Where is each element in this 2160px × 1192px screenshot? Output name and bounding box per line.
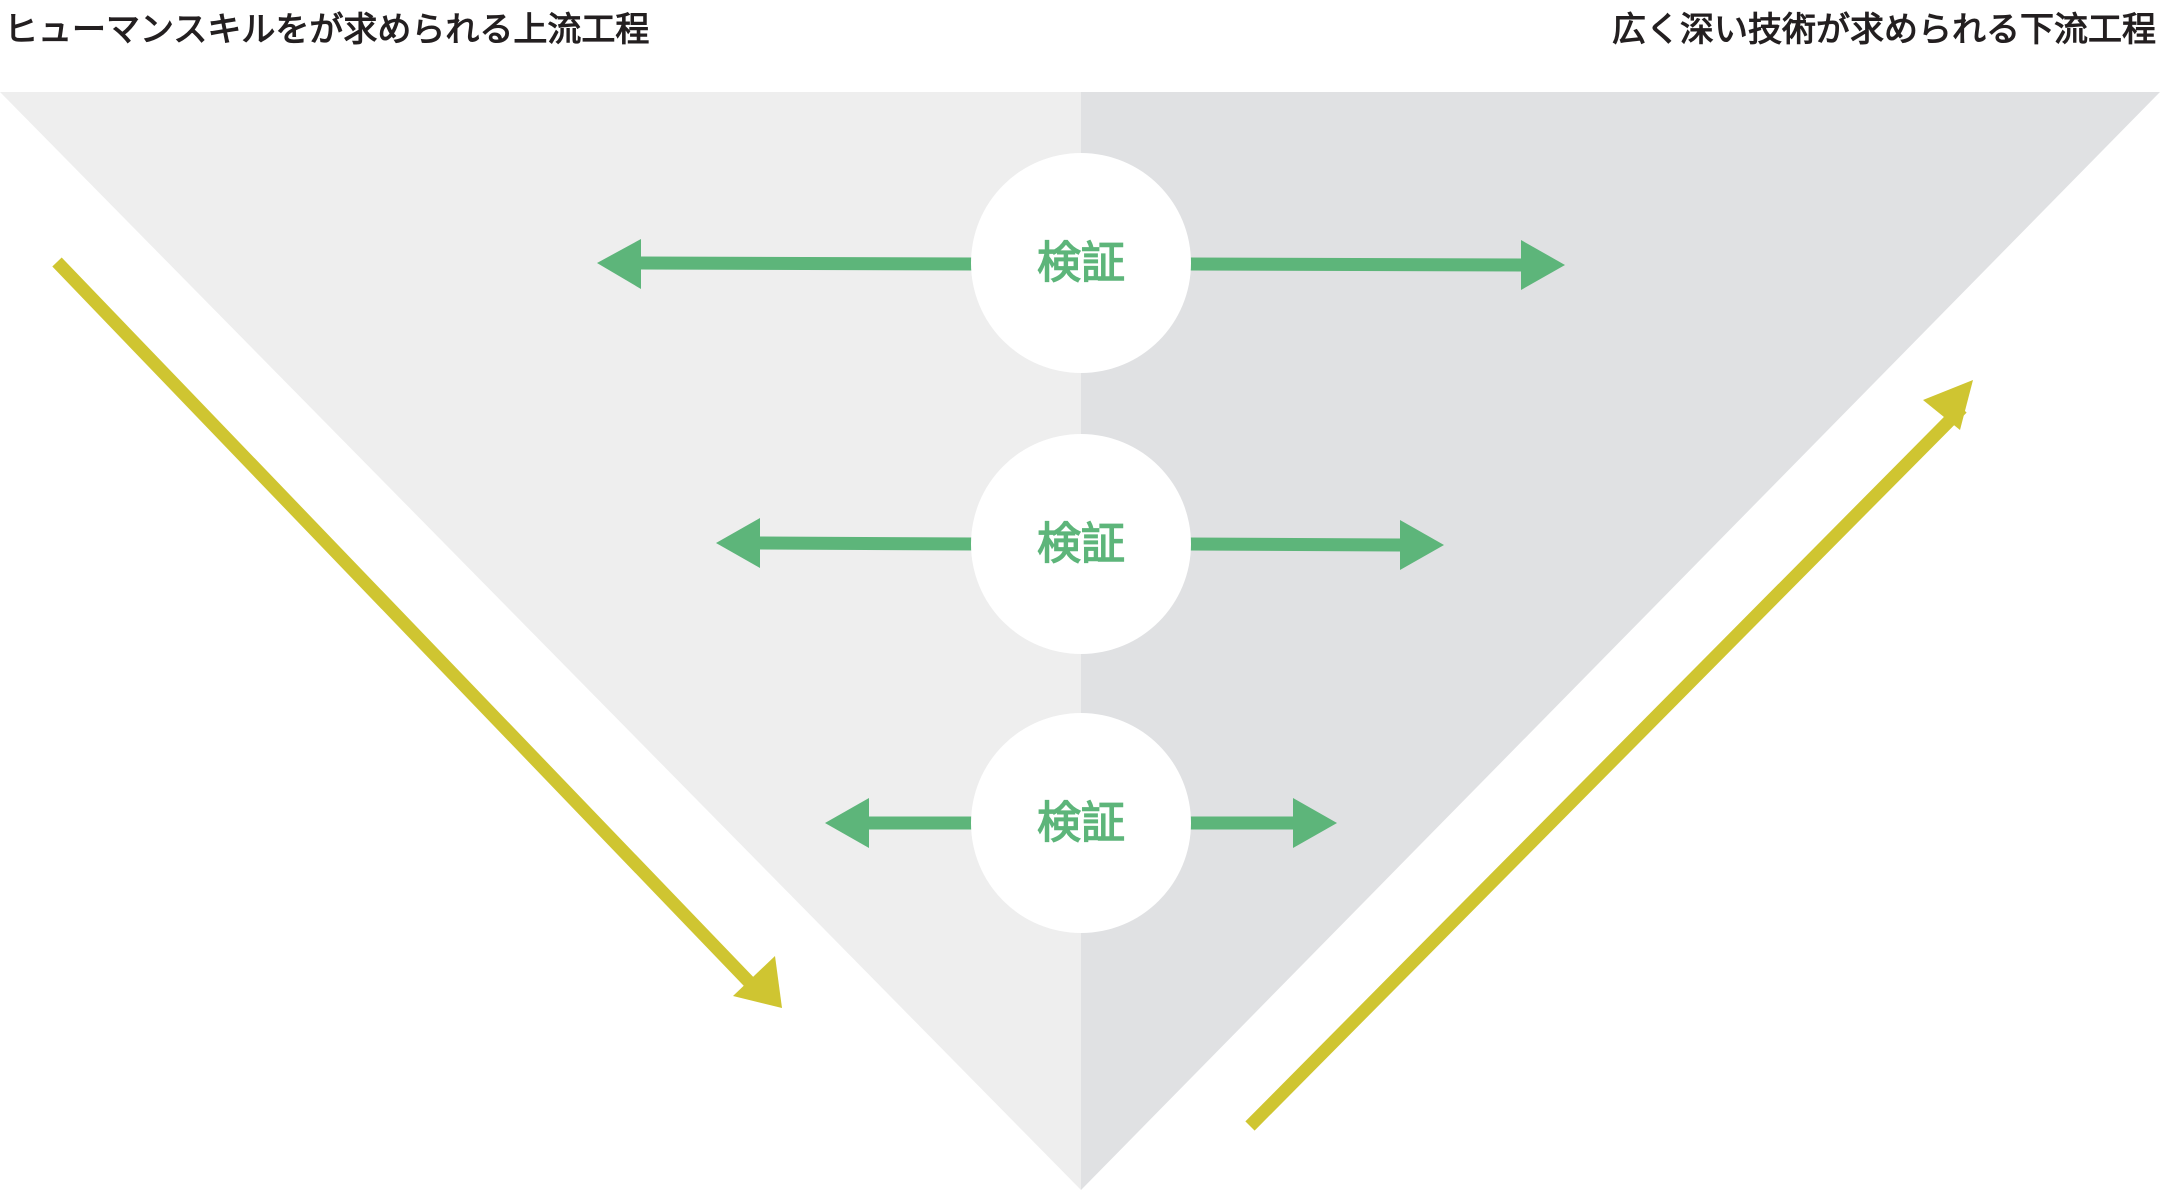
verify-arrow-right-1 xyxy=(1186,257,1523,272)
downward-flow-arrow xyxy=(52,257,782,1008)
verify-arrowhead-left-1 xyxy=(597,239,641,289)
triangle-right-half xyxy=(1081,92,2160,1190)
triangle-left-half xyxy=(0,92,1081,1190)
verify-row-3: 検証 xyxy=(825,713,1337,933)
verify-arrow-left-1 xyxy=(639,256,976,271)
verify-arrowhead-right-3 xyxy=(1293,798,1337,848)
verify-row-2: 検証 xyxy=(716,434,1444,654)
verify-arrowhead-left-3 xyxy=(825,798,869,848)
verify-circle-3 xyxy=(971,713,1191,933)
verify-arrowhead-left-2 xyxy=(716,518,760,568)
verify-arrowhead-right-2 xyxy=(1400,520,1444,570)
verify-arrow-left-2 xyxy=(757,536,976,551)
verify-arrow-right-2 xyxy=(1186,537,1403,552)
verify-arrowhead-right-1 xyxy=(1521,240,1565,290)
verify-label-1: 検証 xyxy=(1037,238,1125,289)
verify-row-1: 検証 xyxy=(597,153,1565,373)
upstream-heading: ヒューマンスキルをが求められる上流工程 xyxy=(4,10,650,50)
downstream-heading: 広く深い技術が求められる下流工程 xyxy=(1612,10,2156,50)
verify-label-2: 検証 xyxy=(1037,519,1125,570)
verify-circle-1 xyxy=(971,153,1191,373)
verify-circle-2 xyxy=(971,434,1191,654)
verify-label-3: 検証 xyxy=(1037,798,1125,849)
upward-flow-arrow xyxy=(1245,380,1973,1131)
